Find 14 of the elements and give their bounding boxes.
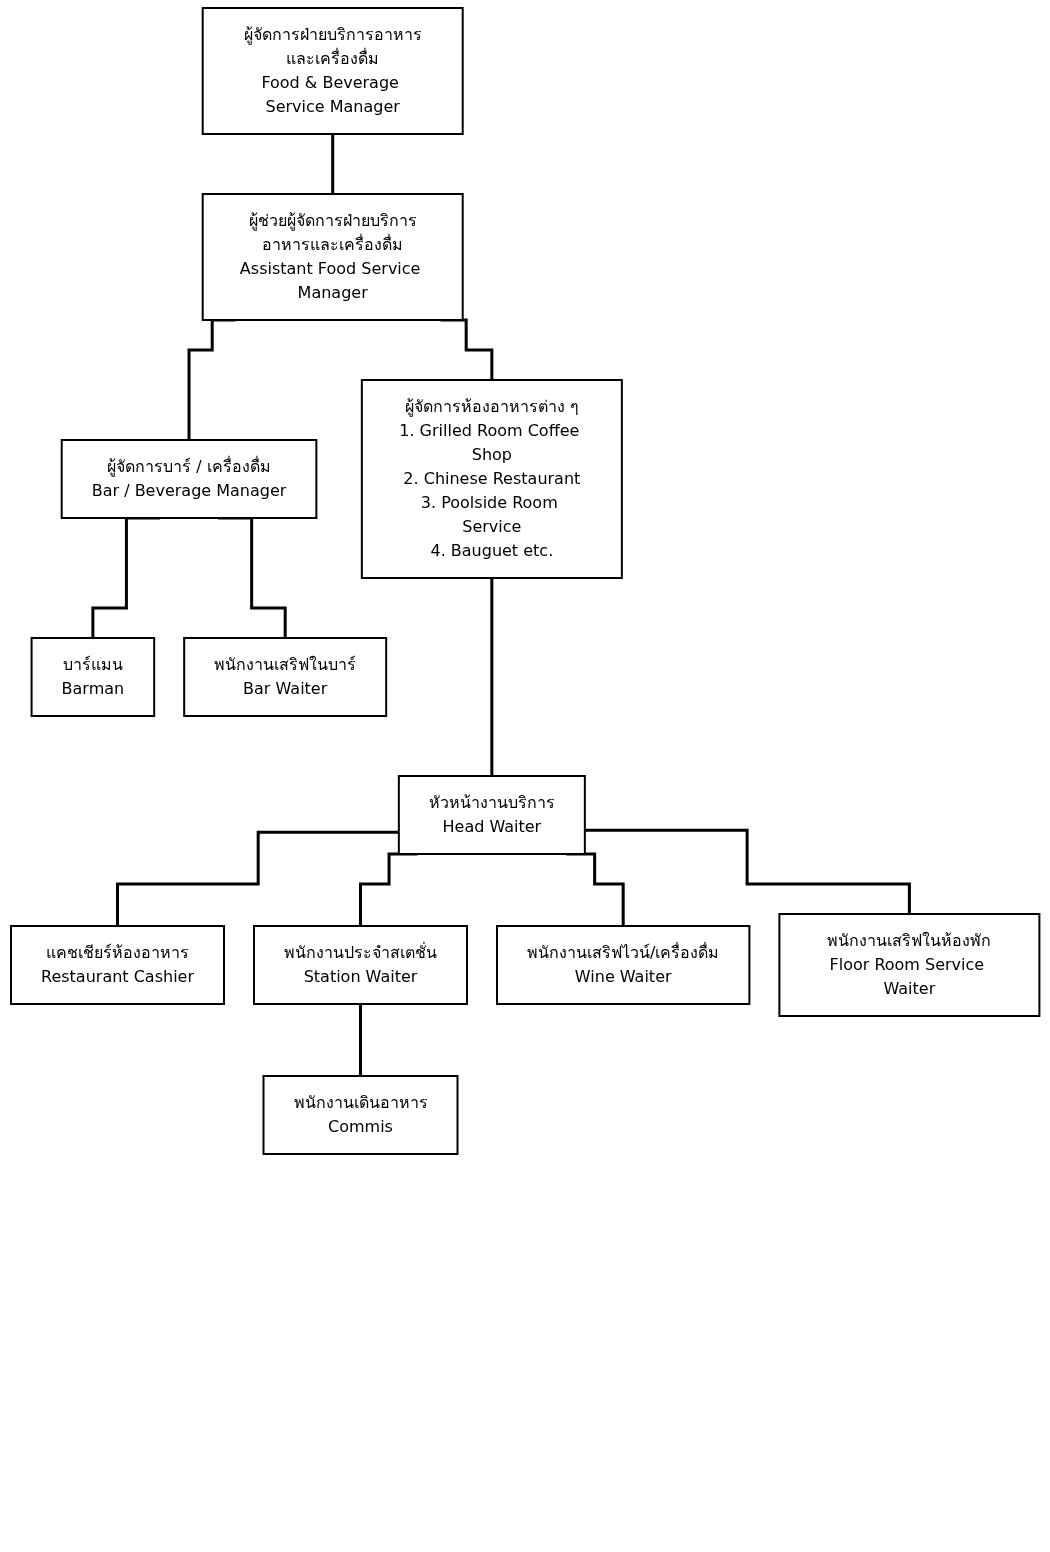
node-box: พนักงานประจำสเตชั่น Station Waiter bbox=[252, 925, 468, 1005]
node-box: พนักงานเสริฟไวน์/เครื่องดื่ม Wine Waiter bbox=[495, 925, 751, 1005]
node-box: พนักงานเสริฟในบาร์ Bar Waiter bbox=[183, 637, 387, 717]
connector bbox=[115, 830, 399, 928]
node-box: ผู้จัดการบาร์ / เครื่องดื่ม Bar / Beverage Manager bbox=[60, 439, 318, 519]
node-box: แคชเชียร์ห้องอาหาร Restaurant Cashier bbox=[9, 925, 225, 1005]
node-box: บาร์แมน Barman bbox=[30, 637, 155, 717]
node-box: ผู้จัดการฝ่ายบริการอาหารและเครื่องดื่ม Food & Beverage Service Manager bbox=[201, 7, 464, 135]
node-box: ผู้จัดการห้องอาหารต่าง ๆ 1. Grilled Room Coffee Shop 2. Chinese Restaurant 3. Poolside Room Service 4. Bauguet etc. bbox=[360, 379, 623, 579]
node-box: หัวหน้างานบริการ Head Waiter bbox=[397, 775, 586, 855]
connector bbox=[584, 828, 911, 916]
node-box: พนักงานเสริฟในห้องพัก Floor Room Service Waiter bbox=[778, 913, 1041, 1017]
node-box: พนักงานเดินอาหาร Commis bbox=[262, 1075, 459, 1155]
node-box: ผู้ช่วยผู้จัดการฝ่ายบริการอาหารและเครื่องดื่ม Assistant Food Service Manager bbox=[201, 193, 464, 321]
